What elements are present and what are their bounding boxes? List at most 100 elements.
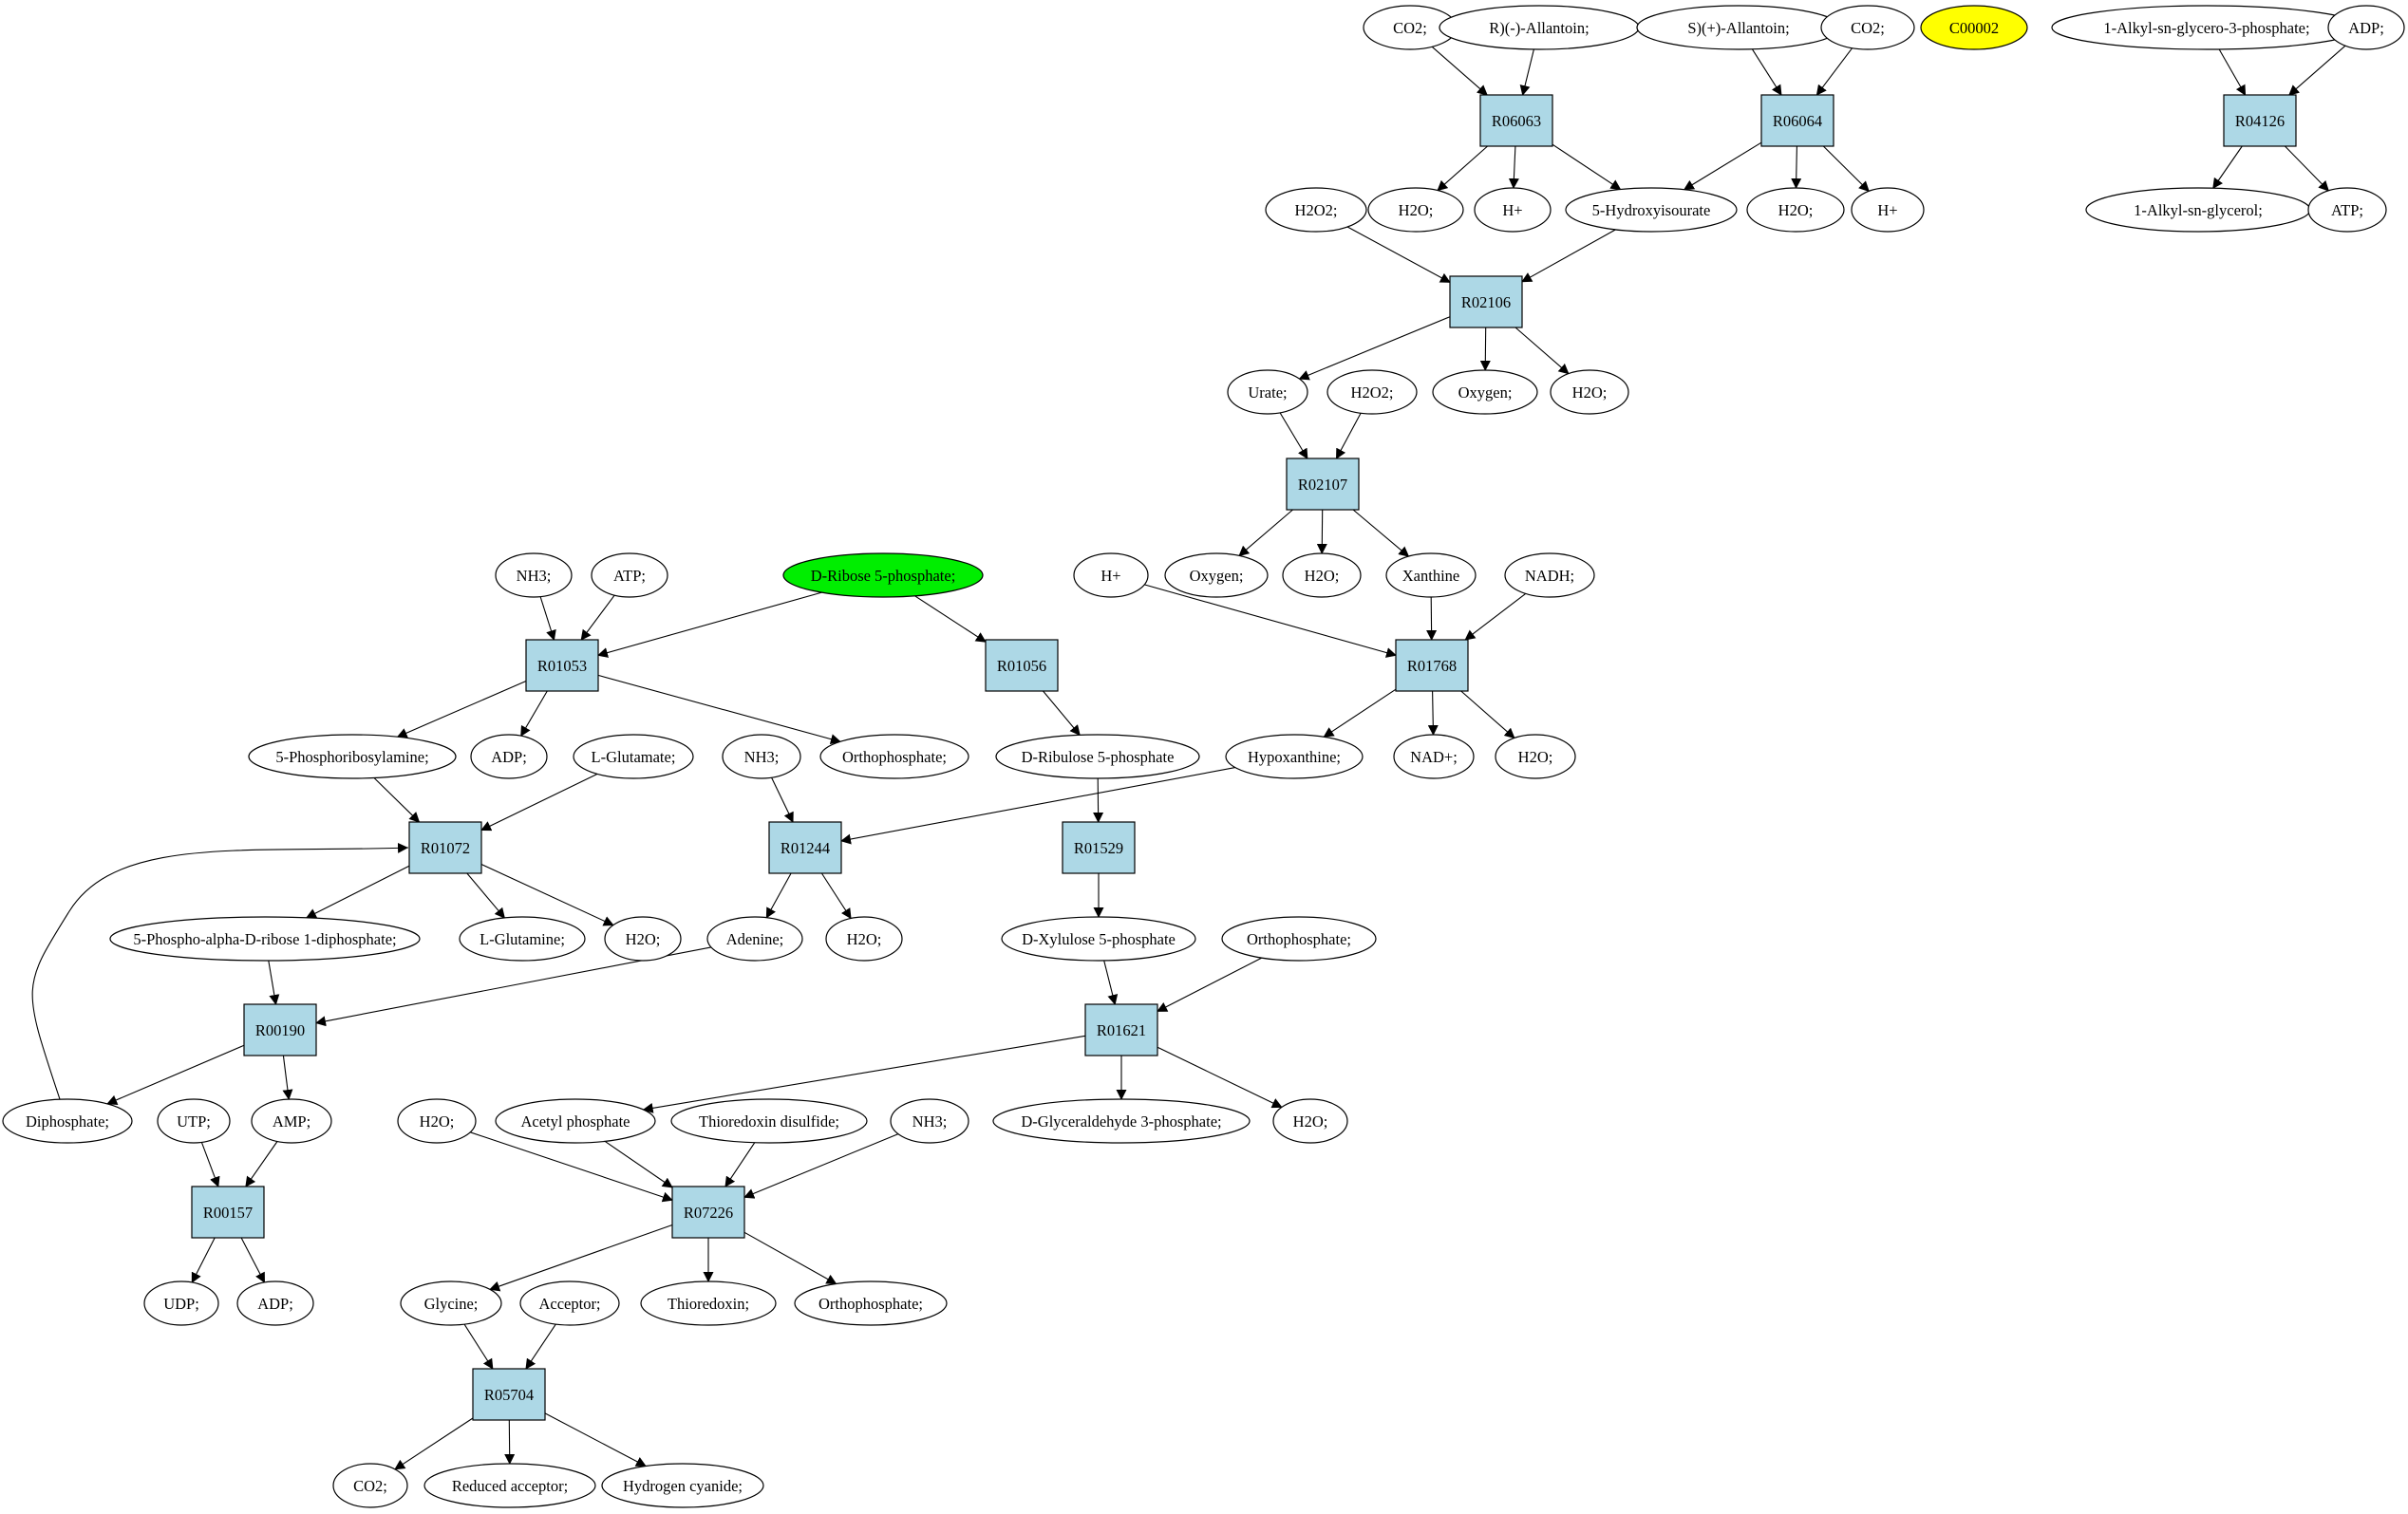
compound-node-adenine[interactable]: Adenine;	[706, 916, 803, 962]
compound-node-diphosphate[interactable]: Diphosphate;	[2, 1098, 133, 1144]
compound-node-alkylglyp[interactable]: 1-Alkyl-sn-glycero-3-phosphate;	[2051, 5, 2362, 50]
compound-node-h2o-b[interactable]: H2O;	[1746, 187, 1845, 233]
reaction-box	[408, 821, 482, 874]
compound-node-atp-b[interactable]: ATP;	[591, 552, 668, 598]
reaction-node-r07226[interactable]: R07226	[671, 1186, 745, 1239]
reaction-node-r06064[interactable]: R06064	[1760, 94, 1834, 147]
compound-node-sallantoin[interactable]: S)(+)-Allantoin;	[1636, 5, 1841, 50]
compound-node-h2o-i[interactable]: H2O;	[1272, 1098, 1348, 1144]
reaction-node-r01244[interactable]: R01244	[768, 821, 842, 874]
compound-node-orthop-b[interactable]: Orthophosphate;	[1221, 916, 1377, 962]
compound-node-adp-c[interactable]: ADP;	[236, 1280, 314, 1326]
compound-node-h2o-g[interactable]: H2O;	[825, 916, 903, 962]
compound-node-h2o-a[interactable]: H2O;	[1367, 187, 1464, 233]
compound-node-adp-a[interactable]: ADP;	[2327, 5, 2405, 50]
compound-node-lglutamine[interactable]: L-Glutamine;	[459, 916, 586, 962]
reaction-node-r00157[interactable]: R00157	[191, 1186, 265, 1239]
compound-node-xylulose5p[interactable]: D-Xylulose 5-phosphate	[1001, 916, 1196, 962]
compound-ellipse	[591, 552, 668, 598]
compound-node-glycine[interactable]: Glycine;	[400, 1280, 502, 1326]
compound-node-atp-a[interactable]: ATP;	[2307, 187, 2387, 233]
edge-c_sallantoin-to-r06064	[1751, 48, 1782, 97]
compound-node-h2o2-b[interactable]: H2O2;	[1326, 369, 1418, 415]
edge-r02106-to-c_oxygen_a	[1479, 327, 1491, 372]
compound-node-g3p[interactable]: D-Glyceraldehyde 3-phosphate;	[992, 1098, 1251, 1144]
reaction-node-r01053[interactable]: R01053	[525, 639, 599, 692]
compound-node-thioredoxin-ds[interactable]: Thioredoxin disulfide;	[670, 1098, 868, 1144]
compound-node-hplus-a[interactable]: H+	[1474, 187, 1552, 233]
compound-node-utp[interactable]: UTP;	[157, 1098, 231, 1144]
edge-c_hplus_c-to-r01768	[1144, 584, 1398, 658]
reaction-node-r02107[interactable]: R02107	[1286, 458, 1360, 511]
compound-node-oxygen-b[interactable]: Oxygen;	[1164, 552, 1269, 598]
compound-node-prib-amine[interactable]: 5-Phosphoribosylamine;	[248, 734, 457, 779]
edge-c_atp_b-to-r01053	[580, 594, 615, 642]
compound-node-hydroxyisourate[interactable]: 5-Hydroxyisourate	[1565, 187, 1738, 233]
compound-node-hypoxanthine[interactable]: Hypoxanthine;	[1225, 734, 1364, 779]
reaction-label: R01244	[781, 839, 830, 857]
compound-node-acceptor[interactable]: Acceptor;	[519, 1280, 620, 1326]
edge-c_xylulose5p-to-r01621	[1103, 960, 1119, 1006]
compound-node-acetylp[interactable]: Acetyl phosphate	[495, 1098, 656, 1144]
compound-node-xanthine[interactable]: Xanthine	[1385, 552, 1477, 598]
compound-node-ribulose5p[interactable]: D-Ribulose 5-phosphate	[995, 734, 1200, 779]
compound-node-hplus-c[interactable]: H+	[1073, 552, 1149, 598]
reaction-node-r01072[interactable]: R01072	[408, 821, 482, 874]
compound-node-thioredoxin[interactable]: Thioredoxin;	[640, 1280, 777, 1326]
reaction-label: R07226	[684, 1204, 733, 1222]
compound-node-hplus-b[interactable]: H+	[1851, 187, 1925, 233]
compound-node-rallantoin[interactable]: R)(-)-Allantoin;	[1439, 5, 1640, 50]
compound-node-orthop-c[interactable]: Orthophosphate;	[794, 1280, 948, 1326]
reaction-node-r00190[interactable]: R00190	[243, 1003, 317, 1056]
compound-node-h2o-f[interactable]: H2O;	[604, 916, 682, 962]
reaction-node-r06063[interactable]: R06063	[1479, 94, 1553, 147]
compound-node-nh3-b[interactable]: NH3;	[722, 734, 801, 779]
reaction-node-r01529[interactable]: R01529	[1062, 821, 1136, 874]
edge-r00157-to-c_adp_c	[240, 1237, 266, 1284]
compound-node-h2o-h[interactable]: H2O;	[397, 1098, 477, 1144]
compound-node-orthop-a[interactable]: Orthophosphate;	[819, 734, 969, 779]
compound-ellipse	[1851, 187, 1925, 233]
compound-node-hcn[interactable]: Hydrogen cyanide;	[601, 1463, 764, 1508]
compound-node-nh3-a[interactable]: NH3;	[495, 552, 573, 598]
compound-node-c00002[interactable]: C00002	[1920, 5, 2028, 50]
compound-node-adp-b[interactable]: ADP;	[470, 734, 548, 779]
compound-node-h2o-c[interactable]: H2O;	[1550, 369, 1629, 415]
compound-node-reduced-acceptor[interactable]: Reduced acceptor;	[423, 1463, 596, 1508]
reaction-node-r01056[interactable]: R01056	[985, 639, 1059, 692]
reaction-node-r05704[interactable]: R05704	[472, 1368, 546, 1421]
compound-node-amp[interactable]: AMP;	[251, 1098, 332, 1144]
compound-node-co2-a[interactable]: CO2;	[1363, 5, 1458, 50]
reaction-node-r01621[interactable]: R01621	[1084, 1003, 1158, 1056]
edge-r00190-to-c_amp	[282, 1055, 293, 1101]
edge-c_prpp-to-r00190	[268, 960, 280, 1006]
compound-node-oxygen-a[interactable]: Oxygen;	[1432, 369, 1538, 415]
reaction-node-r04126[interactable]: R04126	[2223, 94, 2297, 147]
compound-node-alkylgly[interactable]: 1-Alkyl-sn-glycerol;	[2085, 187, 2311, 233]
compound-node-h2o2-a[interactable]: H2O2;	[1265, 187, 1367, 233]
compound-node-ribose5p[interactable]: D-Ribose 5-phosphate;	[782, 552, 984, 598]
reaction-node-r02106[interactable]: R02106	[1449, 275, 1523, 328]
compound-node-co2-b[interactable]: CO2;	[1820, 5, 1915, 50]
compound-node-h2o-e[interactable]: H2O;	[1495, 734, 1576, 779]
compound-label: Thioredoxin disulfide;	[699, 1112, 839, 1131]
edge-r02106-to-c_urate	[1298, 316, 1451, 381]
compound-node-co2-c[interactable]: CO2;	[332, 1463, 408, 1508]
reaction-box	[1760, 94, 1834, 147]
compound-node-nadplus[interactable]: NAD+;	[1393, 734, 1475, 779]
compound-node-h2o-d[interactable]: H2O;	[1282, 552, 1362, 598]
compound-ellipse	[1504, 552, 1595, 598]
edge-c_nh3_a-to-r01053	[539, 596, 556, 642]
compound-node-prpp[interactable]: 5-Phospho-alpha-D-ribose 1-diphosphate;	[109, 916, 421, 962]
compound-ellipse	[519, 1280, 620, 1326]
compound-node-nadh[interactable]: NADH;	[1504, 552, 1595, 598]
compound-ellipse	[1565, 187, 1738, 233]
compound-node-nh3-c[interactable]: NH3;	[890, 1098, 969, 1144]
compound-node-udp[interactable]: UDP;	[143, 1280, 219, 1326]
compound-node-lglutamate[interactable]: L-Glutamate;	[573, 734, 694, 779]
compound-node-urate[interactable]: Urate;	[1227, 369, 1308, 415]
compound-label: H2O;	[1293, 1112, 1328, 1131]
reaction-node-r01768[interactable]: R01768	[1395, 639, 1469, 692]
compound-ellipse	[1073, 552, 1149, 598]
